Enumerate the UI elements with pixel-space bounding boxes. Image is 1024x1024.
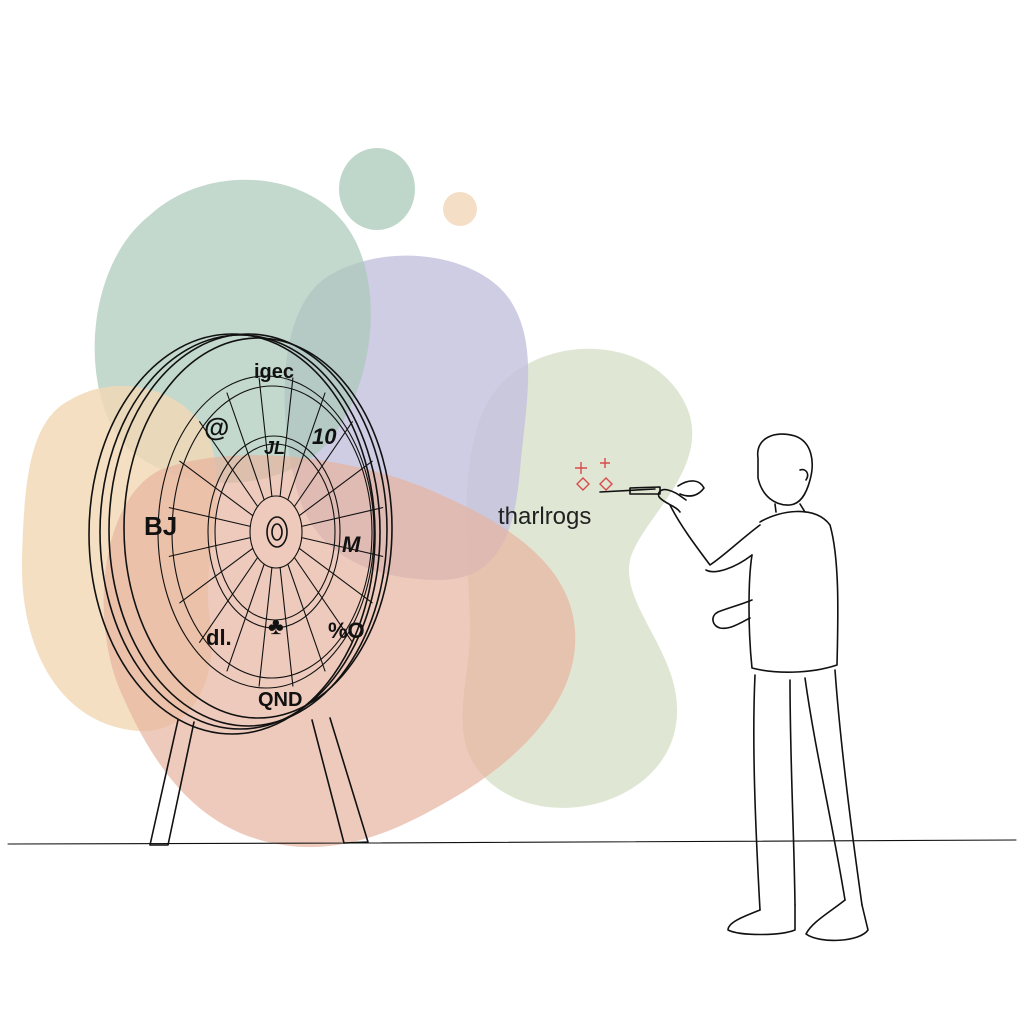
dartboard-spoke: [199, 421, 259, 508]
floor-line: [7, 839, 1017, 845]
dartboard-spoke: [293, 421, 353, 508]
dartboard-spoke: [287, 392, 326, 501]
label-left: BJ: [144, 511, 177, 541]
label-upper-left-icon: @: [204, 412, 229, 442]
label-lower-left: dl.: [206, 625, 232, 650]
label-bottom: QND: [258, 689, 302, 711]
dartboard-spoke: [168, 537, 251, 557]
salmon-blob: [103, 455, 576, 848]
dartboard-spoke: [179, 460, 254, 517]
dartboard-spoke: [168, 507, 251, 527]
label-right: M: [342, 532, 361, 557]
caption-text: tharlrogs: [498, 503, 591, 530]
dartboard-spoke: [179, 547, 254, 604]
dartboard-spoke: [301, 537, 384, 557]
dartboard-spoke: [298, 460, 373, 517]
small-sage-blob: [339, 148, 415, 230]
dartboard-spoke: [199, 556, 259, 643]
dartboard-labels: igec @ JL 10 BJ M dl. ♣ %O QND: [144, 361, 365, 711]
dartboard: [88, 333, 393, 735]
dartboard-spoke: [226, 563, 265, 672]
sparkle-icon: [575, 458, 613, 491]
label-lower-mid-icon: ♣: [268, 613, 284, 640]
dartboard-spokes: [168, 377, 384, 687]
label-lower-right: %O: [328, 618, 365, 643]
dartboard-spoke: [226, 392, 265, 501]
background-blobs: [21, 148, 693, 848]
dartboard-spoke: [279, 377, 294, 497]
dartboard-spoke: [301, 507, 384, 527]
label-upper-right: 10: [312, 424, 337, 449]
label-top: igec: [254, 361, 294, 383]
tiny-peach-blob: [443, 192, 477, 226]
dartboard-spoke: [258, 567, 273, 687]
dartboard-spoke: [258, 377, 273, 497]
person-figure: [657, 433, 869, 942]
dartboard-spoke: [298, 547, 373, 604]
dartboard-spoke: [293, 556, 353, 643]
dartboard-spoke: [287, 563, 326, 672]
dartboard-stand: [149, 717, 369, 846]
dartboard-spoke: [279, 567, 294, 687]
label-upper-mid: JL: [264, 438, 285, 458]
dart-icon: [599, 480, 705, 497]
